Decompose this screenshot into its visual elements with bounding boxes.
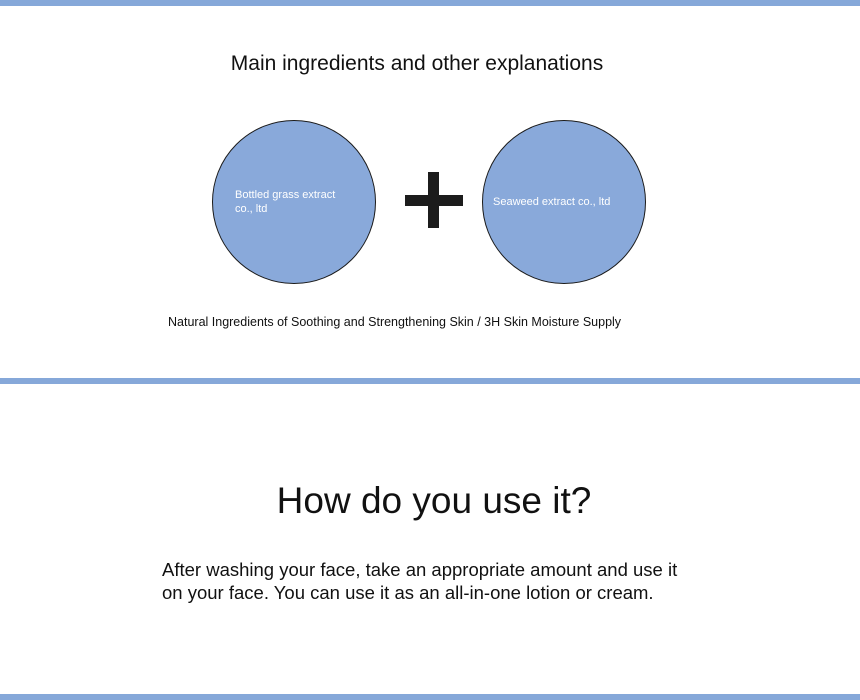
ingredient-label-left: Bottled grass extract co., ltd — [235, 189, 336, 215]
ingredients-title: Main ingredients and other explanations — [230, 52, 604, 75]
ingredients-caption: Natural Ingredients of Soothing and Stre… — [168, 315, 622, 329]
ingredient-circle-left: Bottled grass extract co., ltd — [212, 120, 376, 284]
ingredient-label-right: Seaweed extract co., ltd — [493, 196, 611, 208]
top-divider-bar — [0, 0, 860, 6]
middle-divider-bar — [0, 378, 860, 384]
bottom-divider-bar — [0, 694, 860, 700]
ingredient-circle-right: Seaweed extract co., ltd — [482, 120, 646, 284]
usage-description: After washing your face, take an appropr… — [162, 559, 678, 603]
usage-title: How do you use it? — [276, 480, 592, 521]
plus-icon — [405, 172, 463, 228]
